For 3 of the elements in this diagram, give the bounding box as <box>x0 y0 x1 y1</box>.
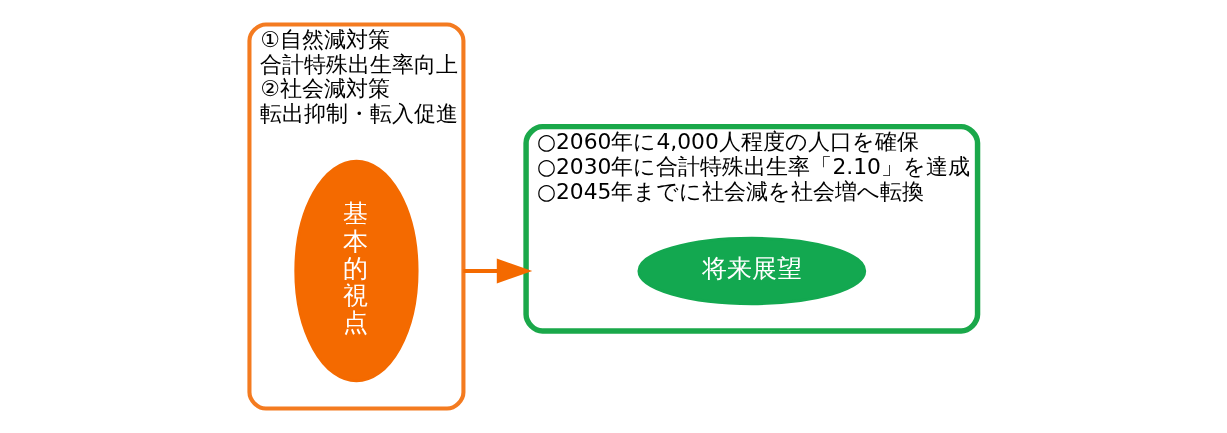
arrow <box>463 258 533 284</box>
node-ellipse: 将来展望 <box>637 236 867 306</box>
node-ellipse: 基本的視点 <box>294 159 419 383</box>
